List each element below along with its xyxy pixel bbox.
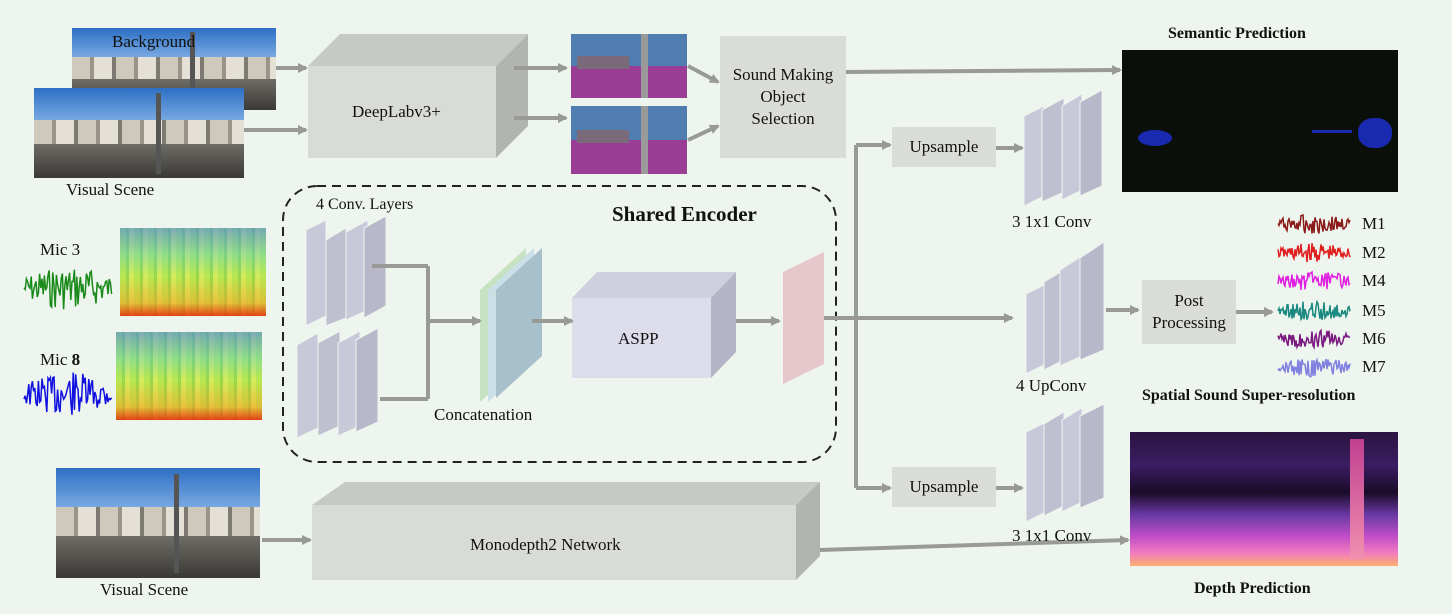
mic8-prefix: Mic (40, 350, 72, 369)
upsample-box-bottom: Upsample (892, 467, 996, 507)
sound-making-object-selection-box: Sound Making Object Selection (720, 36, 846, 158)
upsample-top-label: Upsample (909, 137, 979, 156)
concatenation-label: Concatenation (434, 405, 533, 424)
output-waveform-m5 (1277, 299, 1351, 322)
conv-1x1-stack-bottom (1025, 403, 1105, 523)
output-label-m2: M2 (1362, 243, 1386, 262)
output-label-m6: M6 (1362, 329, 1386, 348)
mic3-label: Mic 3 (40, 240, 81, 259)
conv-bottom-label: 3 1x1 Conv (1012, 526, 1092, 545)
post-processing-box: Post Processing (1142, 280, 1236, 344)
visual-scene-image-top (34, 88, 244, 178)
shared-encoder-frame (282, 185, 837, 463)
conv-1x1-stack-top (1023, 89, 1103, 207)
output-waveform-m1 (1277, 213, 1351, 234)
monodepth-label: Monodepth2 Network (470, 535, 621, 554)
output-label-m7: M7 (1362, 357, 1386, 376)
post-processing-label: Post Processing (1152, 291, 1226, 332)
output-waveform-m2 (1277, 243, 1351, 263)
deeplab-block (308, 34, 528, 158)
background-label: Background (112, 32, 196, 51)
output-waveform-m4 (1277, 270, 1351, 290)
mic8-number: 8 (71, 350, 81, 369)
mic3-spectrogram (120, 228, 266, 316)
visual-scene-bottom-label: Visual Scene (100, 580, 189, 599)
semantic-prediction-image (1122, 50, 1398, 192)
depth-prediction-image (1130, 432, 1398, 566)
monodepth-block (312, 482, 820, 580)
four-conv-layers-label: 4 Conv. Layers (316, 196, 414, 213)
shared-encoder-title: Shared Encoder (612, 202, 757, 226)
conv-top-label: 3 1x1 Conv (1012, 212, 1092, 231)
sound-making-label: Sound Making Object Selection (732, 65, 834, 128)
mic8-waveform (23, 372, 113, 415)
visual-scene-top-label: Visual Scene (66, 180, 155, 199)
depth-prediction-title: Depth Prediction (1194, 580, 1311, 597)
mic8-label: Mic 8 (40, 350, 80, 370)
output-waveform-m6 (1277, 328, 1351, 350)
visual-scene-image-bottom (56, 468, 260, 578)
upconv-stack (1025, 241, 1105, 375)
output-waveforms (1277, 213, 1351, 378)
conv-stack-top (305, 215, 387, 327)
arrows (244, 63, 1274, 552)
encoder-output-slab (783, 252, 824, 384)
output-label-m5: M5 (1362, 301, 1386, 320)
segmentation-map-background (571, 34, 687, 98)
output-label-m4: M4 (1362, 271, 1386, 290)
aspp-label: ASPP (618, 329, 659, 348)
semantic-prediction-title: Semantic Prediction (1168, 25, 1306, 42)
spatial-sound-title: Spatial Sound Super-resolution (1142, 387, 1356, 404)
aspp-block (572, 272, 736, 378)
mic3-waveform (23, 269, 113, 310)
mic8-spectrogram (116, 332, 262, 420)
upconv-label: 4 UpConv (1016, 376, 1087, 395)
upsample-bottom-label: Upsample (909, 477, 979, 496)
concatenation-block (480, 248, 542, 402)
output-waveform-m7 (1277, 357, 1351, 378)
segmentation-map-scene (571, 106, 687, 174)
conv-stack-bottom (296, 327, 379, 439)
output-label-m1: M1 (1362, 214, 1386, 233)
deeplab-label: DeepLabv3+ (352, 102, 441, 121)
upsample-box-top: Upsample (892, 127, 996, 167)
